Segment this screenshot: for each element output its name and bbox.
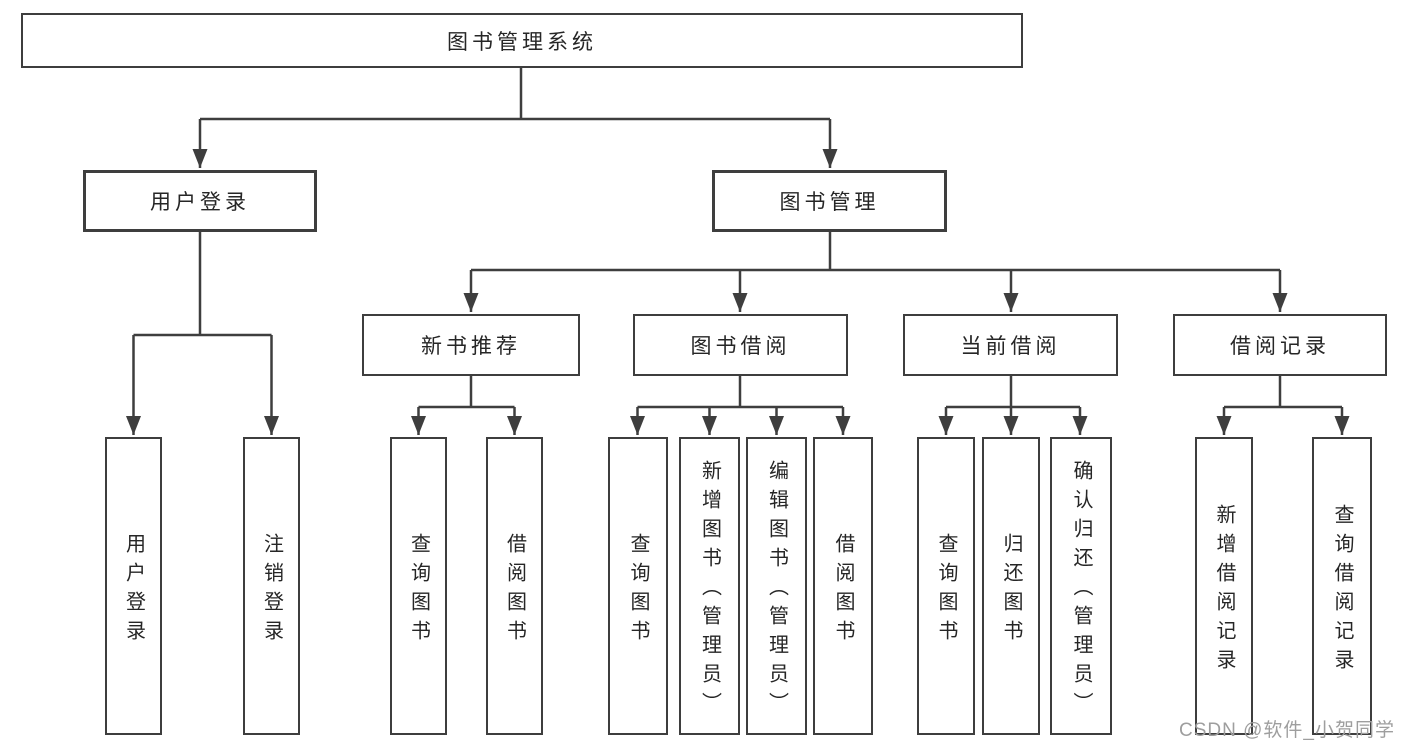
leaf-logout: 注销登录 — [243, 437, 300, 735]
leaf-add-borrow-record: 新增借阅记录 — [1195, 437, 1253, 735]
leaf-label: 确认归还（管理员） — [1070, 460, 1092, 721]
leaf-user-login-label: 用户登录 — [122, 532, 145, 649]
node-current-borrow: 当前借阅 — [903, 314, 1118, 376]
leaf-borrow-books-recommend: 借阅图书 — [486, 437, 543, 735]
node-book-borrow: 图书借阅 — [633, 314, 848, 376]
leaf-return-books: 归还图书 — [982, 437, 1040, 735]
node-new-book-recommend: 新书推荐 — [362, 314, 580, 376]
leaf-label: 借阅图书 — [832, 532, 854, 649]
leaf-label: 借阅图书 — [503, 532, 526, 649]
watermark: CSDN @软件_小贺同学 — [1179, 720, 1395, 741]
leaf-add-books-admin: 新增图书（管理员） — [679, 437, 740, 735]
leaf-label: 查询图书 — [407, 532, 430, 649]
leaf-query-books-current: 查询图书 — [917, 437, 975, 735]
leaf-edit-books-admin: 编辑图书（管理员） — [746, 437, 807, 735]
leaf-query-books-borrow: 查询图书 — [608, 437, 668, 735]
leaf-label: 查询图书 — [935, 532, 957, 649]
leaf-label: 查询图书 — [627, 532, 649, 649]
leaf-logout-label: 注销登录 — [260, 532, 283, 649]
leaf-label: 查询借阅记录 — [1331, 503, 1353, 678]
leaf-query-books-recommend: 查询图书 — [390, 437, 447, 735]
node-library-system: 图书管理系统 — [21, 13, 1023, 68]
leaf-label: 新增图书（管理员） — [698, 460, 721, 721]
leaf-label: 编辑图书（管理员） — [765, 460, 788, 721]
node-borrow-records: 借阅记录 — [1173, 314, 1387, 376]
leaf-confirm-return-admin: 确认归还（管理员） — [1050, 437, 1112, 735]
leaf-label: 新增借阅记录 — [1213, 503, 1235, 678]
node-user-login: 用户登录 — [83, 170, 317, 232]
leaf-label: 归还图书 — [1000, 532, 1022, 649]
leaf-user-login: 用户登录 — [105, 437, 162, 735]
leaf-query-borrow-record: 查询借阅记录 — [1312, 437, 1372, 735]
leaf-borrow-books: 借阅图书 — [813, 437, 873, 735]
node-book-management: 图书管理 — [712, 170, 947, 232]
